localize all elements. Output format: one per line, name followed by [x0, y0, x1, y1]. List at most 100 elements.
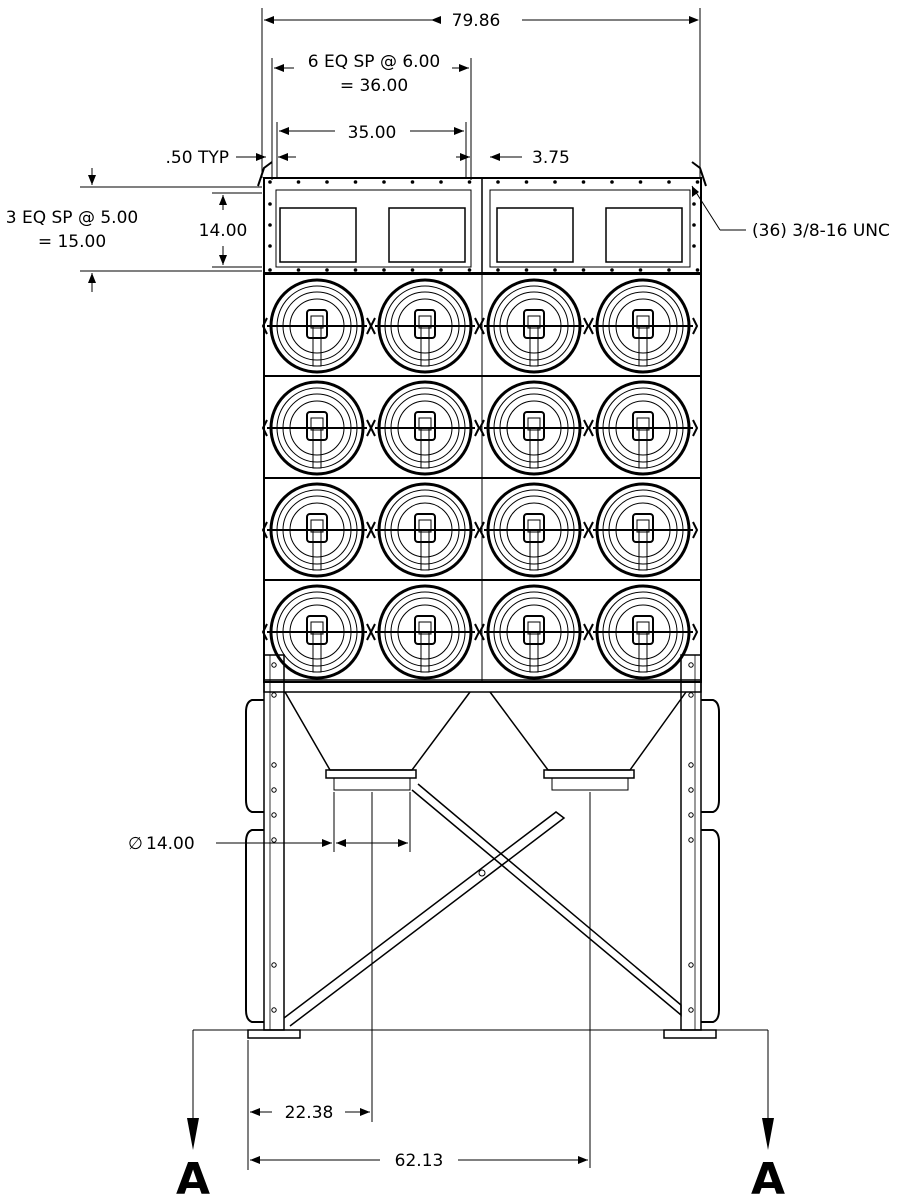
- bolt-hole-icon: [439, 268, 443, 272]
- filter-door: [261, 278, 373, 374]
- leg-hole-icon: [688, 1007, 694, 1013]
- filter-door: [261, 380, 373, 476]
- bolt-hole-icon: [553, 268, 557, 272]
- leg-hole-icon: [271, 662, 277, 668]
- dimension-inner-width: 35.00: [276, 122, 467, 178]
- leg-hole-icon: [688, 692, 694, 698]
- dimension-flange-height: 14.00: [199, 192, 262, 268]
- top-spacing-line1: 6 EQ SP @ 6.00: [308, 52, 440, 72]
- bolt-hole-icon: [695, 180, 700, 184]
- bolt-hole-icon: [467, 268, 472, 272]
- bolt-hole-icon: [268, 268, 272, 272]
- filter-door: [587, 482, 699, 578]
- dimension-outlet-diameter: ∅ 14.00: [128, 792, 411, 854]
- side-spacing-line1: 3 EQ SP @ 5.00: [6, 208, 138, 228]
- bolt-hole-icon: [496, 268, 500, 272]
- bolt-hole-icon: [553, 180, 557, 184]
- bolt-hole-icon: [638, 268, 643, 272]
- filter-door: [261, 482, 373, 578]
- filter-door: [369, 380, 481, 476]
- bolt-hole-icon: [353, 180, 358, 184]
- leg-hole-icon: [688, 762, 694, 768]
- bolt-hole-icon: [410, 180, 415, 184]
- filter-door: [587, 584, 699, 680]
- bolt-hole-icon: [667, 180, 671, 184]
- section-arrow-right-icon: [762, 1118, 774, 1150]
- section-label-left: A: [176, 1154, 210, 1198]
- collector-body: [245, 161, 720, 1039]
- bolt-hole-icon: [353, 268, 358, 272]
- dimension-overall-width: 79.86: [261, 8, 701, 178]
- bolt-hole-icon: [524, 268, 529, 272]
- filter-door: [478, 584, 590, 680]
- leg-hole-icon: [271, 692, 277, 698]
- bolt-hole-icon: [296, 180, 301, 184]
- leg-hole-icon: [688, 837, 694, 843]
- bolt-hole-icon: [296, 268, 301, 272]
- bolt-hole-icon: [610, 268, 614, 272]
- diameter-symbol: ∅: [128, 834, 143, 854]
- filter-module-row: [261, 579, 702, 683]
- leg-hole-icon: [271, 1007, 277, 1013]
- bolt-hole-icon: [268, 244, 272, 248]
- filter-door: [587, 380, 699, 476]
- filter-door: [261, 584, 373, 680]
- top-spacing-line2: = 36.00: [340, 76, 408, 96]
- filter-module-row: [261, 273, 702, 377]
- filter-door: [587, 278, 699, 374]
- leg-hole-icon: [271, 787, 277, 793]
- leg-hole-icon: [271, 812, 277, 818]
- bolt-hole-icon: [325, 180, 329, 184]
- outlet-offset-label: 22.38: [285, 1103, 334, 1123]
- bolt-hole-icon: [692, 223, 696, 227]
- bolt-callout-label: (36) 3/8-16 UNC: [752, 221, 890, 241]
- section-cut-line: A A: [176, 1029, 785, 1198]
- edge-typ-label: .50 TYP: [166, 148, 229, 168]
- filter-door: [478, 278, 590, 374]
- bolt-hole-icon: [667, 268, 671, 272]
- section-label-right: A: [751, 1154, 785, 1198]
- bolt-hole-icon: [581, 268, 586, 272]
- dimension-edge-typ: .50 TYP: [166, 148, 296, 168]
- bolt-hole-icon: [382, 268, 386, 272]
- bolt-hole-icon: [638, 180, 643, 184]
- overall-width-label: 79.86: [452, 11, 501, 31]
- bolt-hole-icon: [325, 268, 329, 272]
- bolt-hole-icon: [382, 180, 386, 184]
- bolt-hole-icon: [268, 180, 272, 184]
- bolt-hole-icon: [268, 223, 272, 227]
- flange-bolt-holes: [268, 180, 700, 272]
- dimension-outlet-spacing: 62.13: [250, 792, 591, 1171]
- filter-module-row: [261, 375, 702, 479]
- leg-hole-icon: [688, 962, 694, 968]
- dimension-outlet-offset: 22.38: [247, 792, 373, 1170]
- edge-offset-label: 3.75: [532, 148, 570, 168]
- leg-hole-icon: [271, 837, 277, 843]
- bolt-hole-icon: [439, 180, 443, 184]
- bolt-hole-icon: [695, 268, 700, 272]
- dimension-edge-offset: 3.75: [456, 148, 570, 168]
- leg-hole-icon: [271, 762, 277, 768]
- section-arrow-left-icon: [187, 1118, 199, 1150]
- bolt-hole-icon: [410, 268, 415, 272]
- filter-door: [478, 380, 590, 476]
- filter-door: [478, 482, 590, 578]
- leg-hole-icon: [688, 787, 694, 793]
- inner-width-label: 35.00: [348, 123, 397, 143]
- dimension-side-spacing: 3 EQ SP @ 5.00 = 15.00: [6, 168, 262, 292]
- bolt-hole-icon: [496, 180, 500, 184]
- flange-height-label: 14.00: [199, 221, 248, 241]
- filter-door: [369, 584, 481, 680]
- outlet-diameter-label: 14.00: [146, 834, 195, 854]
- bolt-hole-icon: [610, 180, 614, 184]
- leg-hole-icon: [688, 662, 694, 668]
- outlet-spacing-label: 62.13: [395, 1151, 444, 1171]
- bolt-hole-icon: [524, 180, 529, 184]
- filter-door: [369, 278, 481, 374]
- bolt-hole-icon: [467, 180, 472, 184]
- leg-hole-icon: [271, 962, 277, 968]
- bolt-callout: (36) 3/8-16 UNC: [691, 185, 890, 241]
- filter-module-row: [261, 477, 702, 581]
- filter-door: [369, 482, 481, 578]
